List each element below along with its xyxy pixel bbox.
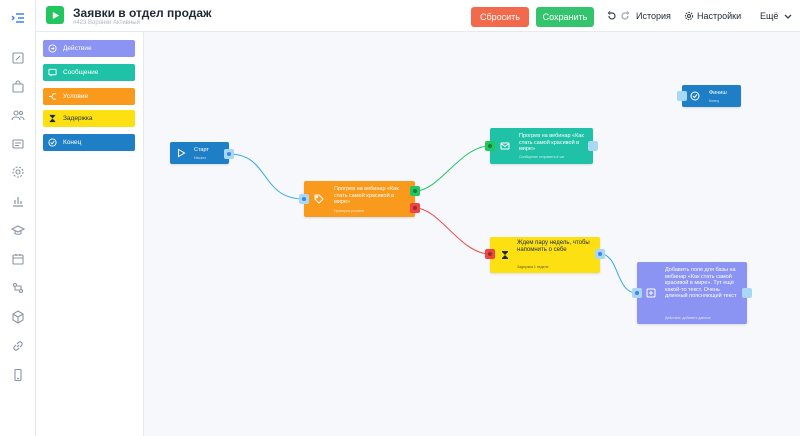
save-button[interactable]: Сохранить (536, 7, 594, 27)
check-circle-icon (48, 138, 57, 147)
port-message-in[interactable] (485, 141, 495, 151)
collapse-menu-icon[interactable] (11, 11, 25, 25)
port-start-out[interactable] (224, 149, 234, 159)
port-delay-out[interactable] (595, 249, 605, 259)
port-condition-yes[interactable] (410, 186, 420, 196)
node-condition[interactable]: Прогрев на вебинар «Как стать самой крас… (304, 181, 415, 217)
node-title: Прогрев на вебинар «Как стать самой крас… (519, 133, 584, 152)
play-icon (52, 11, 59, 19)
node-title: Добавить поле для базы на вебинар «Как с… (665, 267, 737, 299)
gear-icon[interactable] (11, 165, 25, 179)
hourglass-icon (500, 250, 510, 260)
block-palette: Действие Сообщение Условие Задержка Коне… (36, 32, 144, 436)
link-icon[interactable] (11, 339, 25, 353)
node-message[interactable]: Прогрев на вебинар «Как стать самой крас… (490, 128, 593, 164)
graduation-icon[interactable] (11, 223, 25, 237)
envelope-icon (500, 141, 510, 151)
palette-item-label: Конец (63, 139, 82, 146)
node-delay[interactable]: Ждем пару недель, чтобы напомнить о себе… (490, 237, 600, 273)
palette-item-message[interactable]: Сообщение (43, 64, 135, 81)
calendar-icon[interactable] (11, 252, 25, 266)
port-action-in[interactable] (632, 288, 642, 298)
box-icon[interactable] (11, 310, 25, 324)
tag-icon (314, 194, 324, 204)
port-action-out[interactable] (742, 288, 752, 298)
plus-square-icon (646, 288, 656, 298)
node-subtitle: Начало (194, 156, 207, 160)
palette-item-label: Условие (63, 93, 89, 100)
top-header: Заявки в отдел продаж #423 Воронки Актив… (36, 0, 800, 32)
palette-item-condition[interactable]: Условие (43, 88, 135, 105)
run-button[interactable] (46, 6, 64, 24)
node-title: Старт (194, 147, 209, 153)
node-subtitle: Действие: добавить данные (665, 316, 711, 320)
node-start[interactable]: Старт Начало (170, 142, 229, 164)
palette-item-label: Действие (63, 45, 92, 52)
message-icon (48, 68, 57, 77)
port-finish-in[interactable] (677, 91, 687, 101)
node-action[interactable]: Добавить поле для базы на вебинар «Как с… (637, 262, 747, 324)
play-outline-icon (176, 148, 186, 158)
palette-item-end[interactable]: Конец (43, 134, 135, 151)
node-subtitle: Задержка 1 неделя (517, 265, 549, 269)
port-condition-in[interactable] (299, 194, 309, 204)
node-finish[interactable]: Финиш Конец (682, 85, 741, 107)
history-link[interactable]: История (636, 11, 671, 21)
node-subtitle: Сообщение отправить в чат (519, 155, 565, 159)
node-subtitle: Проверка условия (334, 209, 364, 213)
news-icon[interactable] (11, 137, 25, 151)
palette-item-label: Задержка (63, 115, 93, 122)
palette-item-action[interactable]: Действие (43, 40, 135, 57)
users-icon[interactable] (11, 108, 25, 122)
node-title: Ждем пару недель, чтобы напомнить о себе (517, 240, 590, 253)
check-circle-icon (690, 91, 700, 101)
undo-icon[interactable] (607, 11, 617, 21)
palette-item-delay[interactable]: Задержка (43, 110, 135, 127)
settings-link[interactable]: Настройки (697, 11, 742, 21)
icon-rail (0, 0, 36, 436)
bag-icon[interactable] (11, 80, 25, 94)
mobile-icon[interactable] (11, 368, 25, 382)
page-subtitle: #423 Воронки Активный (73, 20, 140, 26)
chevron-down-icon[interactable] (783, 11, 792, 21)
redo-icon[interactable] (620, 11, 630, 21)
port-delay-in[interactable] (485, 249, 495, 259)
node-subtitle: Конец (709, 99, 719, 103)
hourglass-icon (48, 114, 57, 123)
edit-icon[interactable] (11, 51, 25, 65)
more-menu[interactable]: Ещё (760, 11, 779, 21)
palette-item-label: Сообщение (63, 69, 99, 76)
action-icon (48, 44, 57, 53)
chart-icon[interactable] (11, 194, 25, 208)
node-title: Финиш (709, 90, 727, 96)
settings-gear-icon[interactable] (684, 11, 694, 21)
port-message-out[interactable] (588, 141, 598, 151)
integration-icon[interactable] (11, 281, 25, 295)
port-condition-no[interactable] (410, 203, 420, 213)
reset-button[interactable]: Сбросить (471, 7, 529, 27)
condition-icon (48, 92, 57, 101)
page-title: Заявки в отдел продаж (73, 6, 212, 20)
node-title: Прогрев на вебинар «Как стать самой крас… (334, 186, 399, 205)
